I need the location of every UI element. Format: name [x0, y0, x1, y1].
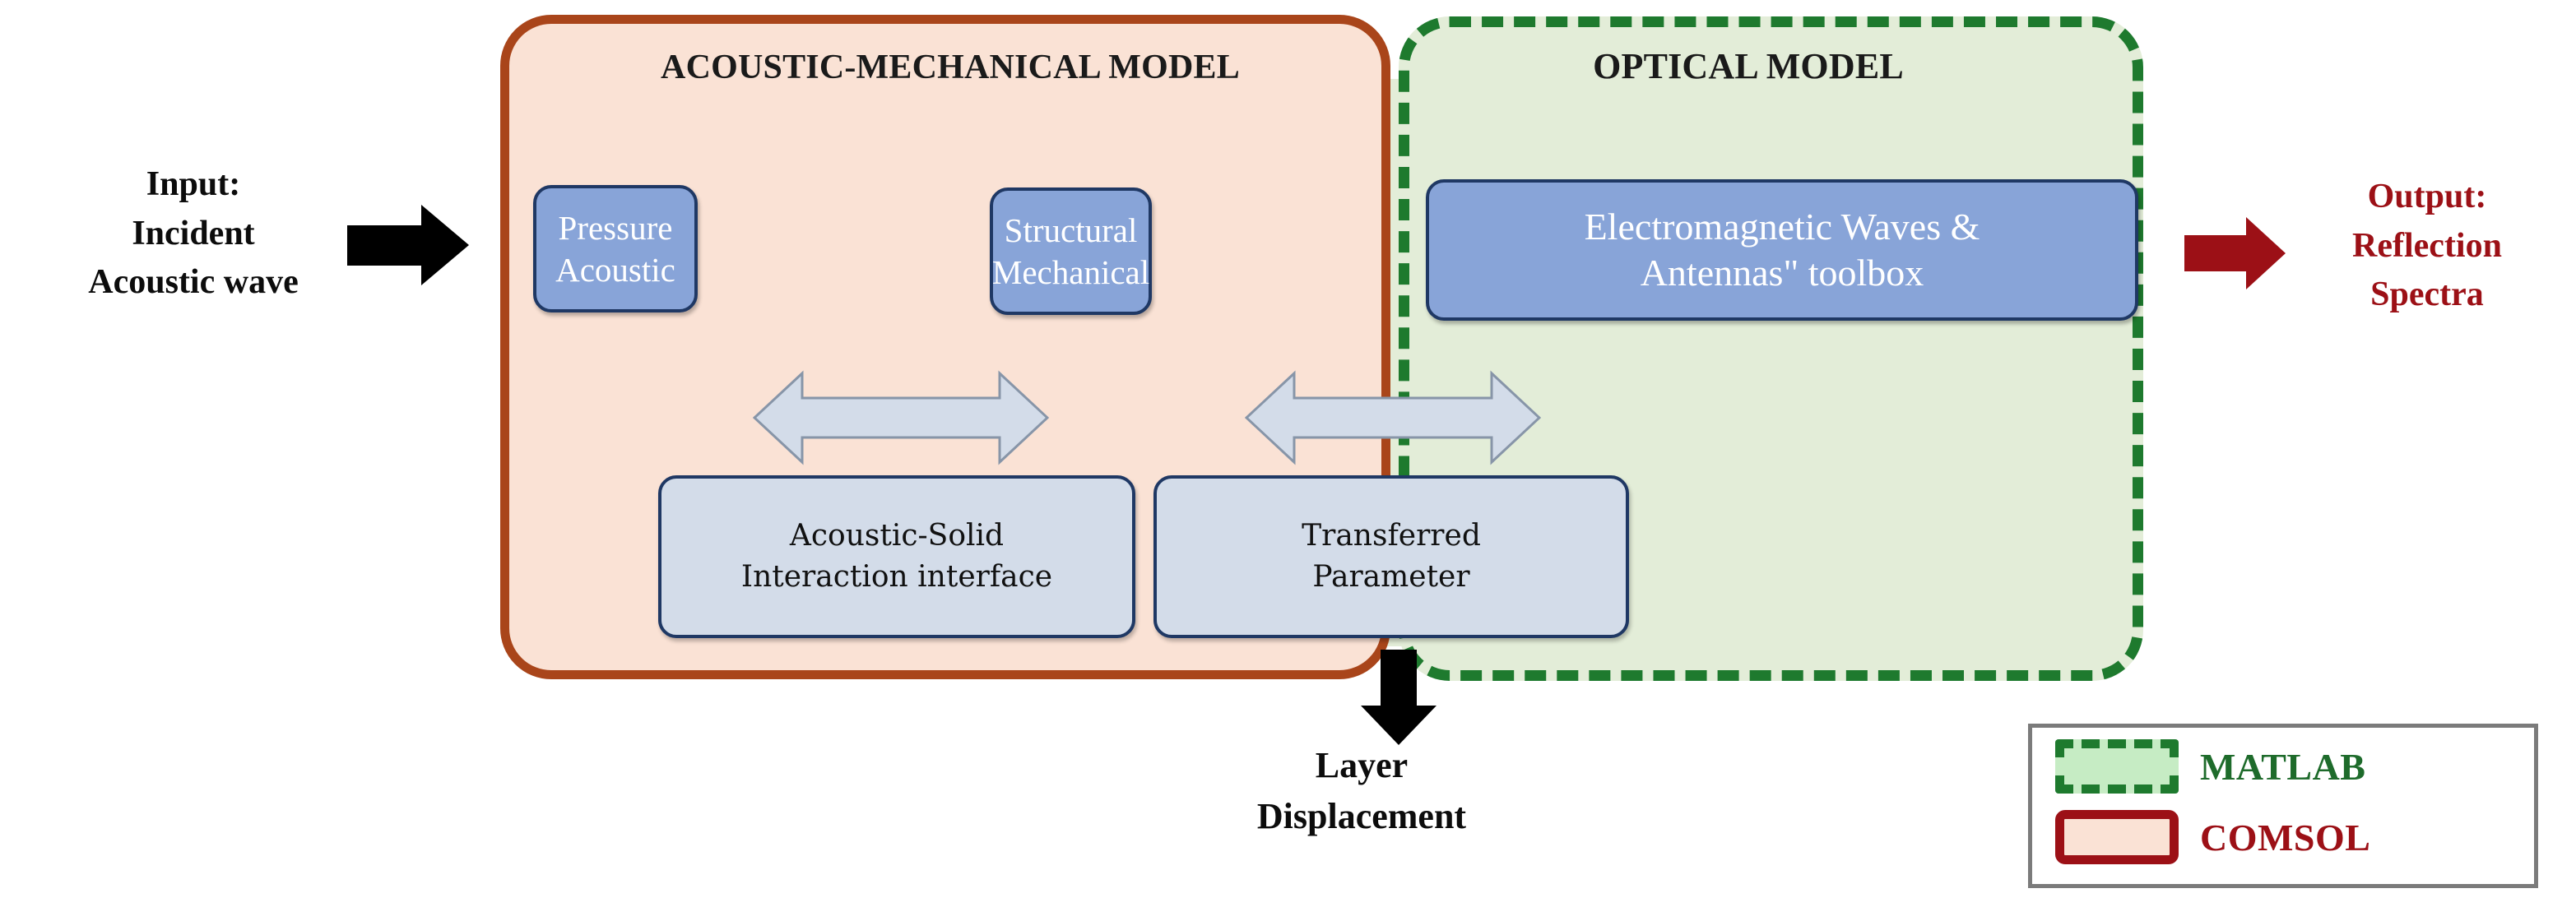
legend-label-comsol: COMSOL [2200, 816, 2371, 859]
double-headed-arrow-icon [1244, 368, 1542, 471]
arrow-down-icon [1358, 650, 1440, 751]
box-line-2: Mechanical [991, 252, 1150, 291]
box-line-2: Interaction interface [740, 560, 1053, 594]
process-box-structural-mechanical[interactable]: Structural Mechanical [990, 187, 1152, 315]
double-headed-arrow-icon [752, 368, 1050, 471]
box-line-2: Acoustic [555, 250, 675, 289]
box-line-2: Antennas" toolbox [1640, 252, 1924, 294]
legend-swatch-matlab [2055, 739, 2179, 794]
legend-label-matlab: MATLAB [2200, 745, 2366, 788]
output-label-line-1: Output: [2367, 178, 2487, 215]
box-line-1: Acoustic-Solid [789, 519, 1005, 553]
transfer-box-acoustic-solid-interaction[interactable]: Acoustic-Solid Interaction interface [658, 475, 1135, 638]
input-label-line-3: Acoustic wave [88, 263, 299, 302]
layer-displacement-line-2: Displacement [1256, 796, 1467, 837]
input-label: Input: Incident Acoustic wave [49, 160, 337, 308]
arrow-right-icon [2184, 215, 2287, 295]
output-label: Output: Reflection Spectra [2295, 173, 2559, 320]
box-line-1: Transferred [1302, 519, 1481, 553]
layer-displacement-label: Layer Displacement [1185, 740, 1539, 843]
box-line-1: Electromagnetic Waves & [1584, 205, 1980, 248]
input-label-line-2: Incident [132, 214, 255, 252]
acoustic-mechanical-model-title: ACOUSTIC-MECHANICAL MODEL [661, 49, 1240, 86]
legend-item-matlab: MATLAB [2055, 739, 2366, 794]
box-line-1: Structural [1004, 211, 1138, 250]
output-label-line-2: Reflection [2352, 226, 2502, 265]
legend-swatch-comsol [2055, 810, 2179, 864]
optical-model-title: OPTICAL MODEL [1593, 46, 1904, 86]
legend: MATLAB COMSOL [2028, 724, 2538, 888]
legend-item-comsol: COMSOL [2055, 810, 2370, 864]
input-label-line-1: Input: [146, 165, 241, 203]
box-line-1: Pressure [558, 209, 673, 248]
layer-displacement-line-1: Layer [1315, 745, 1409, 785]
process-box-pressure-acoustic[interactable]: Pressure Acoustic [533, 185, 698, 312]
transfer-box-transferred-parameter[interactable]: Transferred Parameter [1153, 475, 1629, 638]
output-label-line-3: Spectra [2370, 275, 2484, 314]
process-box-em-waves-antennas-toolbox[interactable]: Electromagnetic Waves & Antennas" toolbo… [1426, 179, 2138, 321]
optical-model-panel [1399, 16, 2143, 681]
box-line-2: Parameter [1312, 560, 1470, 594]
arrow-right-icon [347, 202, 471, 293]
